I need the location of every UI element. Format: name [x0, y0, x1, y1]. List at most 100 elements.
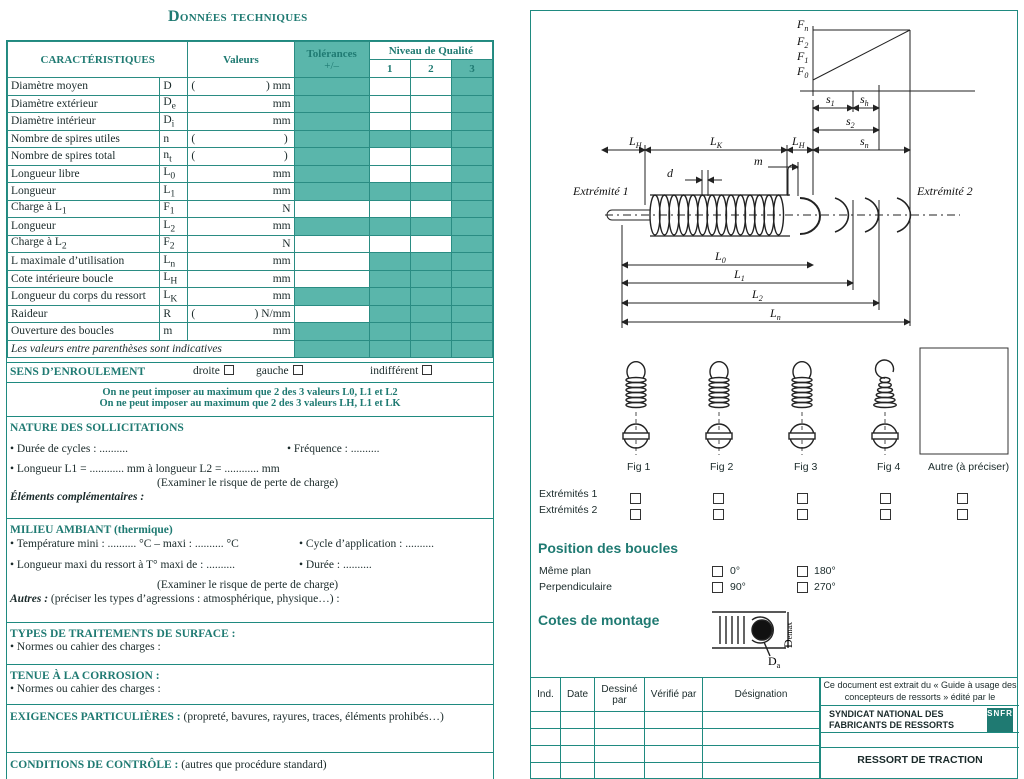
label-sh: sh	[860, 92, 869, 108]
row-quality-3-cell[interactable]	[450, 164, 494, 183]
rev-cell[interactable]	[644, 762, 703, 779]
revision-row	[530, 745, 820, 763]
label-Fn: Fn	[796, 17, 808, 33]
checkbox-extremites-1-fig-4[interactable]	[880, 493, 891, 504]
checkbox-180deg[interactable]	[797, 566, 808, 577]
rev-col-ind: Ind.	[530, 677, 561, 712]
table-header-row: CARACTÉRISTIQUES Valeurs Tolérances +/– …	[6, 41, 494, 78]
checkbox-extremites-2-fig-4[interactable]	[880, 509, 891, 520]
checkbox-90deg[interactable]	[712, 582, 723, 593]
rev-cell[interactable]	[702, 762, 820, 779]
row-quality-3-cell[interactable]	[450, 269, 494, 288]
row-quality-3-cell[interactable]	[450, 322, 494, 341]
checkbox-droite[interactable]	[223, 365, 234, 375]
checkbox-extremites-2-fig-1[interactable]	[630, 509, 641, 520]
rev-cell[interactable]	[644, 745, 703, 763]
row-quality-2-cell[interactable]	[409, 252, 452, 271]
checkbox-indifferent[interactable]	[422, 365, 433, 375]
row-quality-3-cell[interactable]	[450, 217, 494, 236]
milieu-temperature: • Température mini : .......... °C – max…	[10, 538, 239, 550]
row-quality-3-cell[interactable]	[450, 147, 494, 166]
rev-cell[interactable]	[560, 745, 595, 763]
page-title: Données techniques	[168, 8, 308, 25]
checkbox-gauche[interactable]	[292, 365, 303, 375]
row-quality-3-cell[interactable]	[450, 304, 494, 323]
rev-cell[interactable]	[530, 728, 561, 746]
checkbox-extremites-2-fig-2[interactable]	[713, 509, 724, 520]
milieu-note: (Examiner le risque de perte de charge)	[157, 579, 339, 591]
row-quality-1-cell[interactable]	[368, 304, 411, 323]
rev-cell[interactable]	[594, 762, 645, 779]
rev-cell[interactable]	[560, 728, 595, 746]
row-quality-3-cell[interactable]	[450, 199, 494, 218]
row-quality-3-cell[interactable]	[450, 129, 494, 148]
rev-cell[interactable]	[530, 762, 561, 779]
row-tolerance-cell[interactable]	[293, 94, 370, 113]
row-quality-3-cell[interactable]	[450, 112, 494, 131]
row-tolerance-cell[interactable]	[293, 112, 370, 131]
revision-table: Ind. Date Dessiné par Vérifié par Désign…	[530, 677, 820, 779]
traitements-line: • Normes ou cahier des charges :	[10, 641, 161, 653]
row-tolerance-cell[interactable]	[293, 164, 370, 183]
rev-cell[interactable]	[702, 711, 820, 729]
rev-cell[interactable]	[644, 711, 703, 729]
rev-cell[interactable]	[644, 728, 703, 746]
checkbox-extremites-1-fig-5[interactable]	[957, 493, 968, 504]
checkbox-extremites-2-fig-5[interactable]	[957, 509, 968, 520]
rev-cell[interactable]	[560, 762, 595, 779]
row-value-field[interactable]: mm	[187, 252, 295, 271]
row-value-field[interactable]: () N/mm	[187, 304, 295, 323]
row-quality-3-cell[interactable]	[450, 252, 494, 271]
checkbox-extremites-1-fig-3[interactable]	[797, 493, 808, 504]
row-quality-3-cell[interactable]	[450, 287, 494, 306]
row-quality-1-cell[interactable]	[368, 322, 411, 341]
figure-label-2: Fig 2	[710, 461, 734, 473]
rev-cell[interactable]	[560, 711, 595, 729]
label-s1: s1	[826, 92, 835, 108]
rev-cell[interactable]	[594, 745, 645, 763]
checkbox-extremites-1-fig-1[interactable]	[630, 493, 641, 504]
row-quality-3-cell[interactable]	[450, 182, 494, 201]
row-tolerance-cell[interactable]	[293, 147, 370, 166]
row-value-field[interactable]: mm	[187, 287, 295, 306]
checkbox-extremites-2-fig-3[interactable]	[797, 509, 808, 520]
extremites-1-label: Extrémités 1	[539, 488, 598, 500]
milieu-title: MILIEU AMBIANT (thermique)	[10, 524, 173, 536]
rev-cell[interactable]	[702, 728, 820, 746]
section-enroulement: SENS D’ENROULEMENT droite gauche indiffé…	[7, 362, 493, 382]
enroulement-indifferent: indifférent	[370, 365, 433, 377]
syndicat-box: SYNDICAT NATIONAL DES FABRICANTS DE RESS…	[821, 705, 1019, 733]
row-value-field[interactable]: mm	[187, 217, 295, 236]
row-tolerance-cell[interactable]	[293, 217, 370, 236]
checkbox-270deg[interactable]	[797, 582, 808, 593]
meme-plan-label: Même plan	[539, 565, 591, 577]
checkbox-extremites-1-fig-2[interactable]	[713, 493, 724, 504]
enroulement-droite-label: droite	[193, 365, 220, 377]
syndicat-name: SYNDICAT NATIONAL DES FABRICANTS DE RESS…	[829, 709, 955, 730]
rev-cell[interactable]	[702, 745, 820, 763]
rev-cell[interactable]	[530, 745, 561, 763]
rev-cell[interactable]	[594, 728, 645, 746]
milieu-duree: • Durée : ..........	[299, 559, 372, 571]
checkbox-0deg[interactable]	[712, 566, 723, 577]
sollicitations-note: (Examiner le risque de perte de charge)	[157, 477, 339, 489]
row-quality-2-cell[interactable]	[409, 217, 452, 236]
extremites-2-label: Extrémités 2	[539, 504, 598, 516]
controle-title: CONDITIONS DE CONTRÔLE :	[10, 759, 179, 771]
snfr-logo: SNFR	[987, 708, 1013, 732]
row-quality-2-cell[interactable]	[409, 129, 452, 148]
row-value-field[interactable]: mm	[187, 164, 295, 183]
row-quality-2-cell[interactable]	[409, 182, 452, 201]
spring-coil	[772, 194, 785, 236]
end-loop-figure-1	[622, 361, 650, 455]
row-quality-3-cell[interactable]	[450, 94, 494, 113]
label-LH-1: LH	[628, 134, 643, 150]
row-quality-1-cell[interactable]	[368, 182, 411, 201]
rev-cell[interactable]	[530, 711, 561, 729]
rev-cell[interactable]	[594, 711, 645, 729]
milieu-autres-label: Autres :	[10, 593, 49, 605]
